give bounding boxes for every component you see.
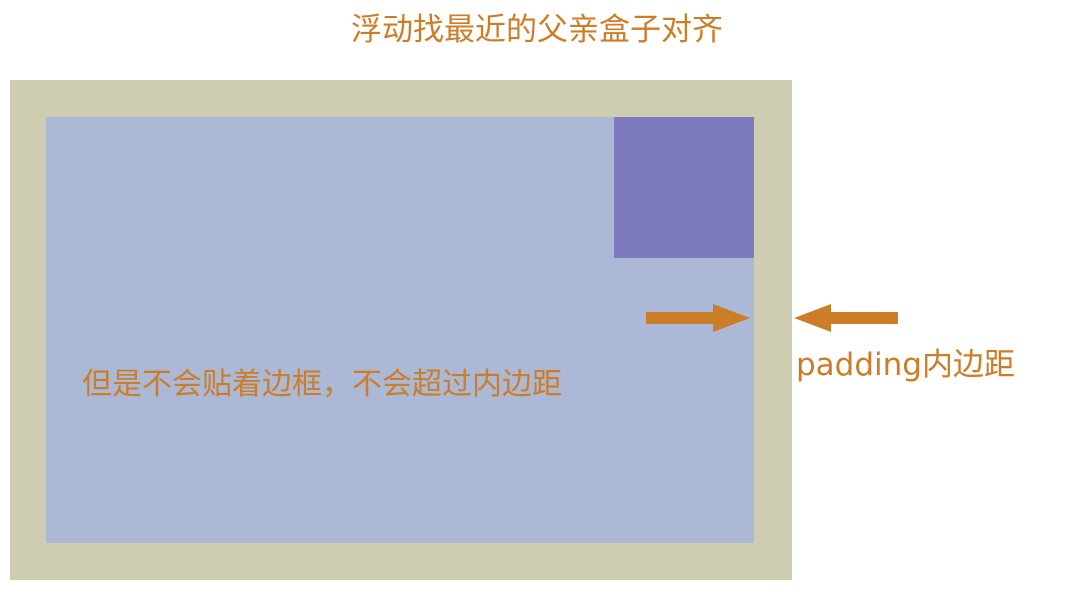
padding-label: padding内边距 (796, 347, 1015, 383)
floated-child-box (614, 117, 754, 258)
arrow-left-shaft (826, 312, 898, 324)
diagram-title: 浮动找最近的父亲盒子对齐 (351, 12, 723, 48)
arrow-left-icon (794, 304, 898, 332)
arrow-right-shaft (646, 312, 718, 324)
note-text: 但是不会贴着边框，不会超过内边距 (82, 367, 562, 402)
arrow-right-head (713, 304, 750, 332)
arrow-right-icon (646, 304, 750, 332)
arrow-left-head (794, 304, 831, 332)
